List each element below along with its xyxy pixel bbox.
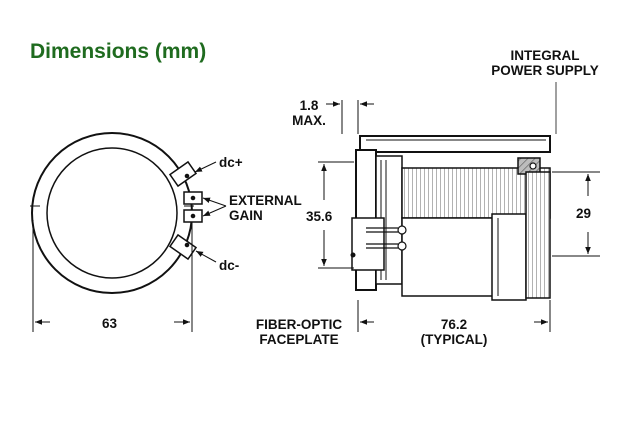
supply-dim-label: 29 (576, 206, 592, 221)
ips-line-2: POWER SUPPLY (491, 63, 599, 78)
length-dim-value: 76.2 (440, 317, 468, 332)
external-gain-label: EXTERNAL GAIN (229, 193, 302, 223)
integral-power-supply-label: INTEGRAL POWER SUPPLY (470, 48, 620, 78)
external-gain-line-2: GAIN (229, 208, 263, 223)
ips-line-1: INTEGRAL (510, 48, 580, 63)
dc-plus-label: dc+ (219, 155, 243, 170)
page-title: Dimensions (mm) (30, 40, 207, 63)
max-dim-label: 1.8 MAX. (284, 98, 334, 128)
fiber-optic-line-2: FACEPLATE (259, 332, 339, 347)
max-dim-note: MAX. (292, 113, 326, 128)
side-view (318, 82, 600, 332)
screw (529, 162, 537, 170)
length-dim-label: 76.2 (TYPICAL) (404, 317, 504, 347)
fiber-optic-faceplate-label: FIBER-OPTIC FACEPLATE (244, 317, 354, 347)
dc-minus-label: dc- (219, 258, 240, 273)
front-view (30, 132, 227, 332)
inner-ring (46, 147, 178, 279)
length-dim-note: (TYPICAL) (420, 332, 488, 347)
max-dim-value: 1.8 (299, 98, 319, 113)
height-dim-label: 35.6 (306, 209, 333, 224)
fiber-optic-line-1: FIBER-OPTIC (255, 317, 343, 332)
outer-ring (31, 132, 193, 294)
diameter-dim-label: 63 (102, 316, 118, 331)
external-gain-line-1: EXTERNAL (229, 193, 302, 208)
connector-pins (168, 160, 203, 261)
